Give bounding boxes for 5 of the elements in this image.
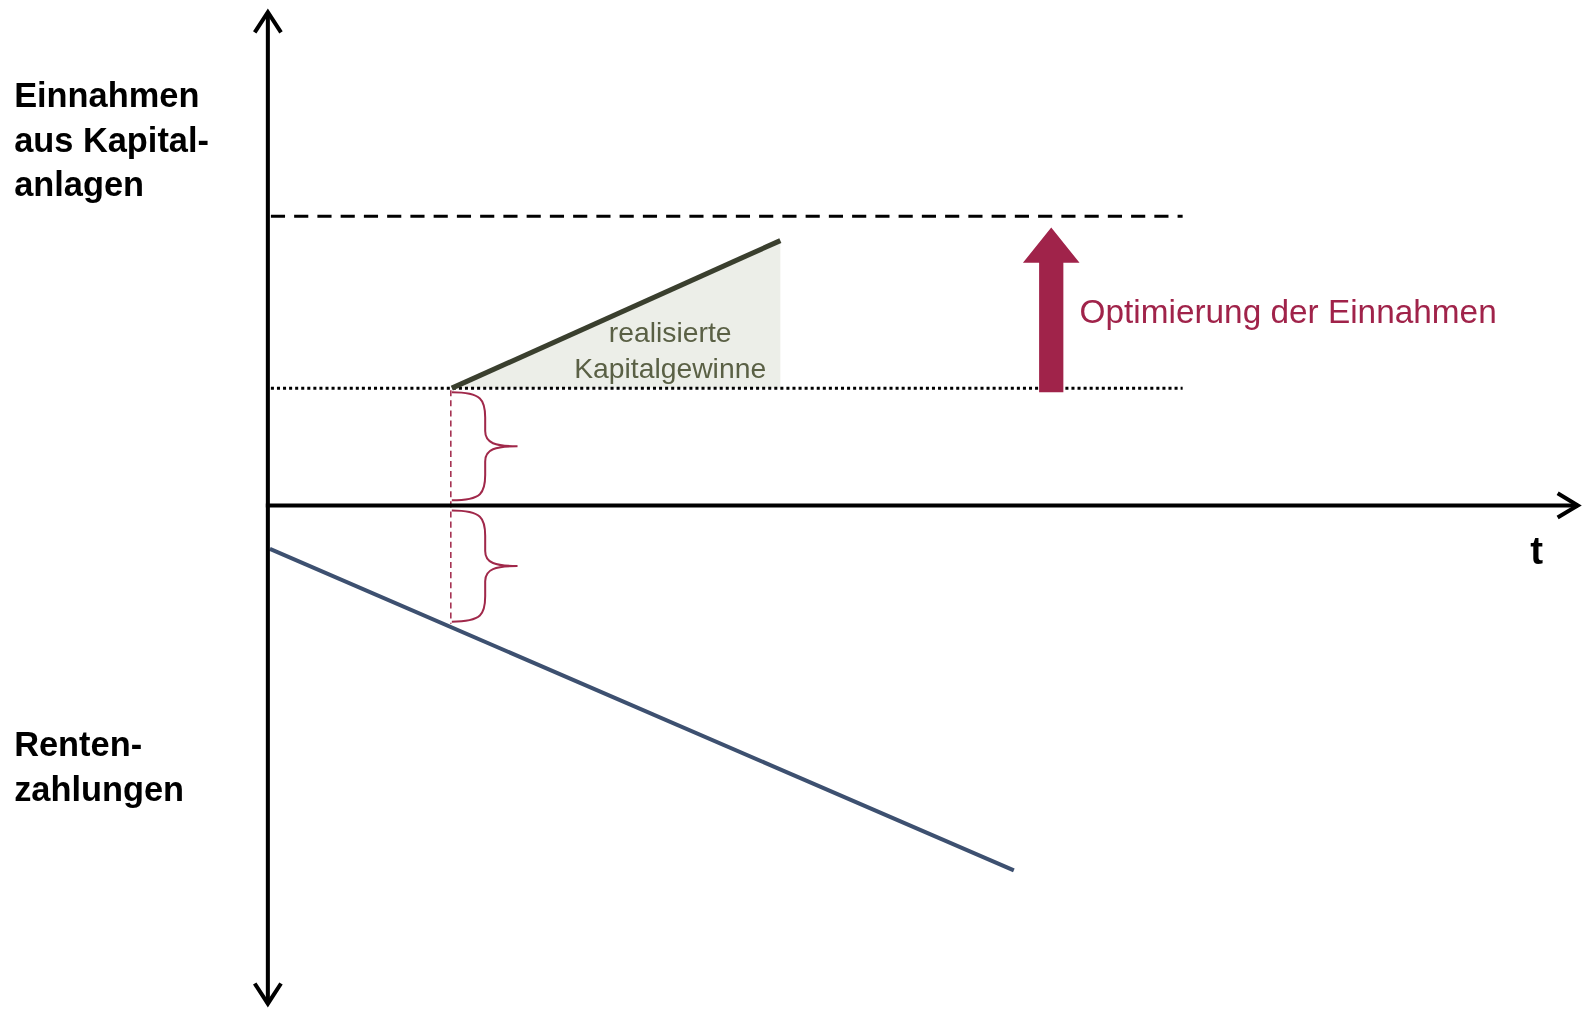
axis-label: t xyxy=(1530,529,1544,574)
axis-label: Einnahmen aus Kapital- anlagen xyxy=(14,74,210,206)
arrow-label: Optimierung der Einnahmen xyxy=(1079,293,1497,332)
area-label: realisierte Kapitalgewinne xyxy=(573,315,768,387)
axis-label: Renten- zahlungen xyxy=(14,723,186,810)
